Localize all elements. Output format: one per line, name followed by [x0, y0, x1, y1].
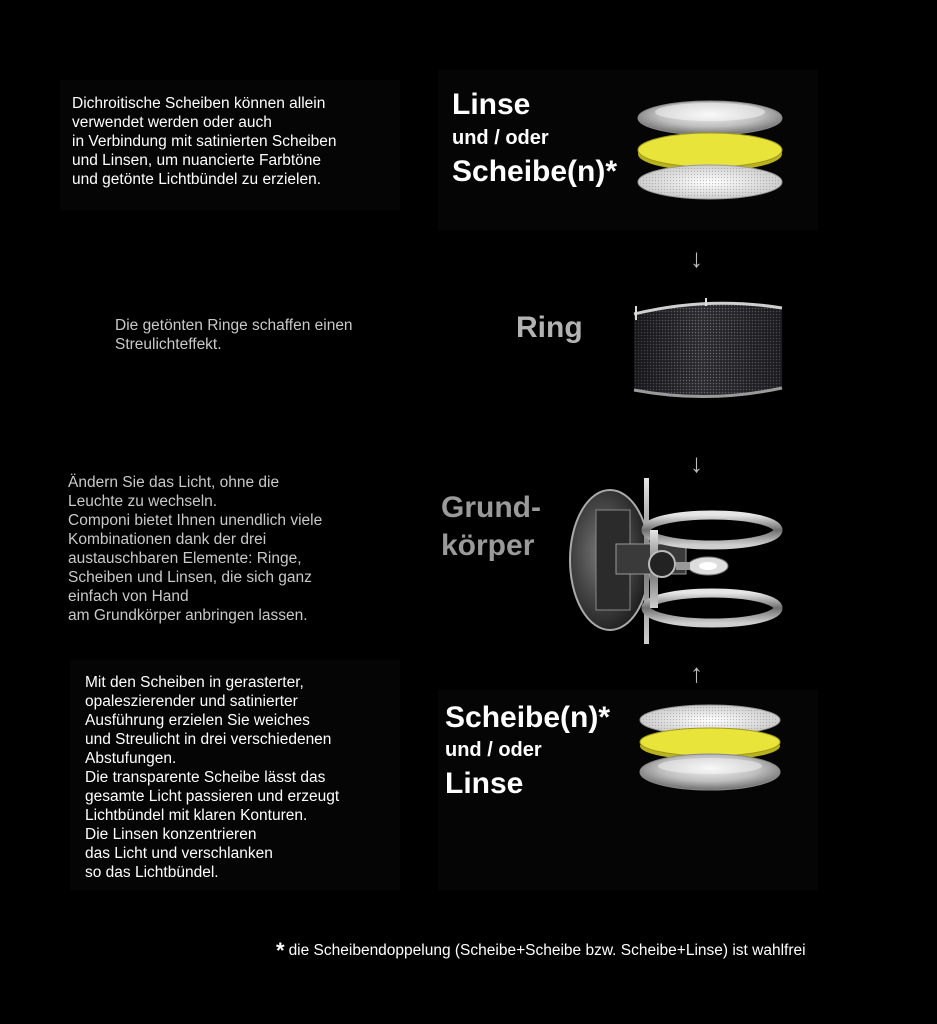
footnote-star: *: [276, 938, 285, 963]
ring-illustration: [633, 298, 783, 399]
satin-disc-icon: [637, 164, 783, 200]
discs-top-description: Dichroitische Scheiben können allein ver…: [72, 95, 337, 188]
text-panel-1: [60, 80, 400, 210]
ring-description: Die getönten Ringe schaffen einen Streul…: [115, 317, 353, 353]
body-illustration: [569, 478, 783, 644]
label-scheibe-bottom: Scheibe(n)*: [445, 701, 611, 734]
footnote: *die Scheibendoppelung (Scheibe+Scheibe …: [276, 938, 806, 964]
discs-top-illustration: [637, 100, 783, 200]
yellow-disc-icon: [637, 132, 783, 171]
body-description: Ändern Sie das Licht, ohne die Leuchte z…: [68, 474, 323, 624]
footnote-text: die Scheibendoppelung (Scheibe+Scheibe b…: [288, 942, 806, 959]
label-ring: Ring: [516, 311, 583, 344]
discs-bottom-illustration: [639, 704, 781, 791]
label-und-oder-bottom: und / oder: [445, 739, 542, 761]
discs-bottom-description: Mit den Scheiben in gerasterter, opalesz…: [85, 674, 340, 881]
arrow-down-icon-2: ↓: [690, 448, 703, 478]
label-linse-top: Linse: [452, 88, 531, 121]
ring-icon: [633, 298, 783, 399]
label-koerper: körper: [441, 529, 535, 562]
arrow-down-icon: ↓: [690, 243, 703, 273]
lens-icon-2: [639, 753, 781, 791]
text-panel-4: [70, 660, 400, 890]
label-scheibe-top: Scheibe(n)*: [452, 155, 618, 188]
label-grund: Grund-: [441, 491, 541, 524]
yellow-disc-icon-2: [639, 727, 781, 760]
lens-icon: [637, 100, 783, 136]
label-und-oder-top: und / oder: [452, 127, 549, 149]
label-linse-bottom: Linse: [445, 767, 524, 800]
fixture-body-icon: [569, 478, 783, 644]
arrow-up-icon: ↑: [690, 658, 703, 688]
